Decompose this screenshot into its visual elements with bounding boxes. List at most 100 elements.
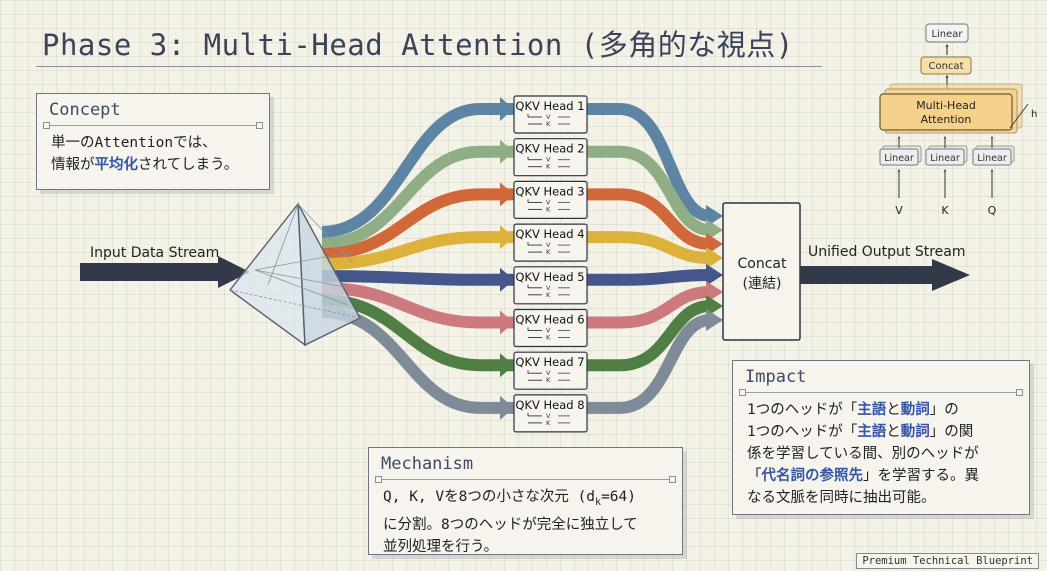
impact-line-3: 係を学習している間、別のヘッドが: [747, 446, 979, 462]
head-label-4: QKV Head 4: [515, 227, 584, 241]
mechanism-text: Q, K, Vを8つの小さな次元 (dk=64) に分割。8つのヘッドが完全に独…: [369, 476, 682, 558]
stream-out-arrowhead-8: [706, 309, 723, 331]
concept-heading: Concept: [49, 100, 121, 120]
impact-highlight-2b: 動詞: [900, 424, 930, 440]
stream-out-4: [587, 231, 711, 264]
stream-out-8: [587, 314, 711, 414]
head-glyph-k-6: K: [546, 334, 551, 342]
head-box-8: QKV Head 8VK: [513, 394, 588, 433]
impact-text-2c: 」の関: [929, 424, 974, 440]
impact-text-2b: と: [886, 424, 901, 440]
output-arrow: [800, 259, 970, 291]
head-glyph-v-2: V: [546, 156, 551, 164]
head-glyph-k-3: K: [546, 205, 551, 213]
head-label-5: QKV Head 5: [515, 270, 584, 284]
head-glyph-k-1: K: [546, 120, 551, 128]
mechanism-line-1: Q, K, Vを8つの小さな次元 (dk=64): [383, 486, 672, 514]
stream-out-1: [587, 103, 711, 222]
concat-box: Concat (連結): [722, 202, 801, 341]
concept-card: Concept 単一のAttentionでは、 情報が平均化されてしまう。: [36, 93, 270, 190]
stream-in-3: [321, 188, 514, 260]
inset-mha-line1: Multi-Head: [916, 99, 976, 112]
concept-text-pre: 情報が: [51, 157, 95, 173]
mechanism-line-2: に分割。8つのヘッドが完全に独立して: [383, 516, 638, 533]
concept-line-2: 情報が平均化されてしまう。: [51, 154, 259, 176]
stream-in-arrowhead-2: [500, 139, 514, 164]
impact-highlight-4: 代名詞の参照先: [761, 468, 864, 484]
mechanism-text-pre: Q, K, Vを8つの小さな次元 (d: [383, 489, 596, 505]
inset-input-v: V: [895, 204, 903, 217]
head-box-7: QKV Head 7VK: [513, 351, 588, 390]
head-box-6: QKV Head 6VK: [513, 308, 588, 348]
stream-out-5: [587, 269, 711, 286]
impact-text-4b: 」を学習する。異: [863, 468, 979, 484]
stream-out-arrowhead-3: [706, 233, 723, 255]
head-streams: [321, 97, 723, 420]
concept-highlight: 平均化: [94, 157, 139, 173]
head-box-5: QKV Head 5VK: [513, 266, 588, 305]
impact-card: Impact 1つのヘッドが「主語と動詞」の 1つのヘッドが「主語と動詞」の関 …: [732, 360, 1030, 515]
stream-out-arrowhead-2: [706, 219, 723, 241]
impact-text: 1つのヘッドが「主語と動詞」の 1つのヘッドが「主語と動詞」の関 係を学習してい…: [733, 389, 1029, 509]
stream-in-arrowhead-5: [500, 267, 514, 292]
stream-in-arrowhead-8: [500, 395, 514, 420]
stream-in-arrowhead-3: [500, 182, 514, 207]
mechanism-rule: [375, 476, 676, 483]
mechanism-subscript: k: [595, 496, 602, 508]
stream-out-3: [587, 188, 711, 250]
impact-line-5: なる文脈を同時に抽出可能。: [747, 490, 936, 506]
mechanism-text-post: =64): [601, 489, 636, 505]
stream-out-arrowhead-4: [706, 247, 723, 269]
inset-input-q: Q: [988, 204, 997, 217]
stream-out-arrowhead-6: [706, 281, 723, 303]
prism-icon: [229, 202, 361, 347]
stream-in-6: [321, 282, 514, 329]
inset-h-label: h: [1031, 109, 1037, 120]
mechanism-card: Mechanism Q, K, Vを8つの小さな次元 (dk=64) に分割。8…: [368, 447, 683, 555]
head-glyph-k-7: K: [546, 376, 551, 384]
stream-out-6: [587, 286, 711, 329]
inset-linear-1: Linear: [884, 153, 914, 164]
stream-in-arrowhead-4: [500, 225, 514, 250]
concept-rule: [43, 122, 263, 129]
head-label-6: QKV Head 6: [515, 313, 584, 327]
stream-out-2: [587, 145, 711, 236]
head-glyph-v-6: V: [546, 327, 551, 335]
inset-input-k: K: [941, 204, 949, 217]
head-glyph-v-8: V: [546, 412, 551, 420]
concept-line-1: 単一のAttentionでは、: [51, 135, 217, 151]
head-box-3: QKV Head 3VK: [513, 180, 588, 219]
stream-out-7: [587, 300, 711, 372]
head-glyph-k-4: K: [546, 248, 551, 256]
head-box-4: QKV Head 4VK: [513, 223, 588, 262]
concat-label: Concat: [738, 256, 787, 272]
title-underline: [36, 66, 822, 67]
output-label: Unified Output Stream: [808, 244, 966, 260]
head-box-2: QKV Head 2VK: [513, 138, 588, 177]
impact-text-4a: 「: [747, 468, 762, 484]
stream-in-4: [321, 231, 514, 270]
impact-line-2: 1つのヘッドが「主語と動詞」の関: [747, 421, 1019, 443]
impact-highlight-1a: 主語: [857, 402, 887, 418]
impact-text-2a: 1つのヘッドが「: [747, 424, 858, 440]
stream-in-arrowhead-7: [500, 353, 514, 378]
stream-out-arrowhead-5: [706, 264, 723, 286]
head-glyph-v-7: V: [546, 369, 551, 377]
head-glyph-v-3: V: [546, 198, 551, 206]
impact-line-1: 1つのヘッドが「主語と動詞」の: [747, 399, 1019, 421]
inset-linear-3: Linear: [977, 153, 1007, 164]
impact-heading: Impact: [745, 367, 807, 387]
impact-highlight-1b: 動詞: [900, 402, 930, 418]
head-glyph-k-8: K: [546, 419, 551, 427]
stream-in-5: [321, 270, 514, 286]
impact-text-1c: 」の: [929, 402, 959, 418]
mechanism-heading: Mechanism: [381, 454, 474, 474]
impact-text-1a: 1つのヘッドが「: [747, 402, 858, 418]
head-box-1: QKV Head 1VK: [513, 95, 588, 134]
head-glyph-v-4: V: [546, 241, 551, 249]
footer-label: Premium Technical Blueprint: [856, 553, 1039, 569]
impact-line-4: 「代名詞の参照先」を学習する。異: [747, 465, 1019, 487]
inset-top-linear: Linear: [931, 29, 963, 40]
